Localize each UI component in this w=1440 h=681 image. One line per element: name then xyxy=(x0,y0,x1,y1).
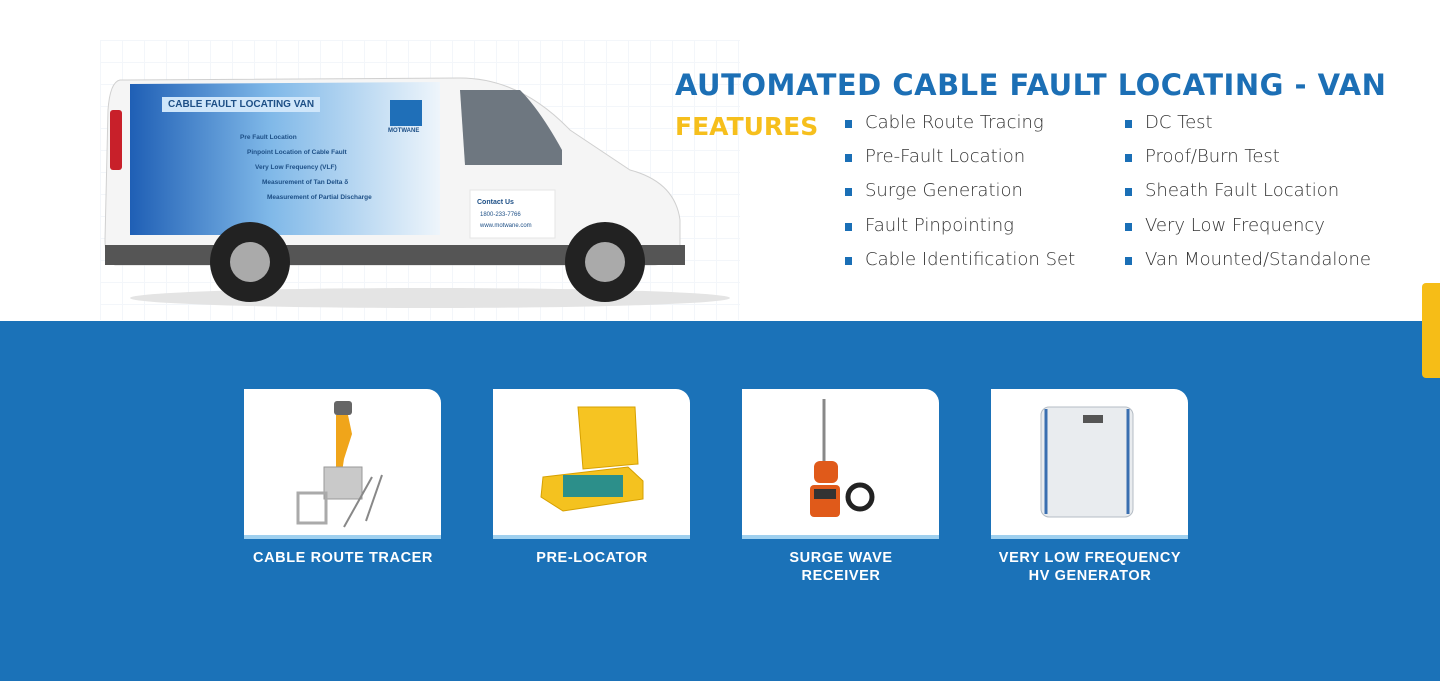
product-card-cable-route-tracer[interactable] xyxy=(244,389,441,539)
surge-wave-receiver-image xyxy=(810,399,875,517)
van-item: Measurement of Partial Discharge xyxy=(267,194,372,201)
feature-item: Very Low Frequency xyxy=(1125,215,1371,249)
feature-item: Proof/Burn Test xyxy=(1125,146,1371,180)
van-image: CABLE FAULT LOCATING VAN Pre Fault Locat… xyxy=(100,70,730,315)
feature-item: Pre-Fault Location xyxy=(845,146,1075,180)
van-item: Pre Fault Location xyxy=(240,134,297,141)
feature-item: Sheath Fault Location xyxy=(1125,180,1371,214)
bullet-icon xyxy=(1125,154,1132,163)
product-label[interactable]: SURGE WAVE RECEIVER xyxy=(789,550,893,584)
products-section xyxy=(0,321,1440,681)
product-label[interactable]: VERY LOW FREQUENCY HV GENERATOR xyxy=(998,550,1182,584)
bullet-icon xyxy=(845,256,852,265)
side-tab[interactable] xyxy=(1422,283,1440,378)
bullet-icon xyxy=(1125,120,1132,128)
van-contact-title: Contact Us xyxy=(477,199,514,206)
feature-item: DC Test xyxy=(1125,112,1371,146)
feature-item: Cable Identification Set xyxy=(845,249,1075,283)
vlf-hv-generator-image xyxy=(1040,406,1134,518)
feature-item: Surge Generation xyxy=(845,180,1075,214)
bullet-icon xyxy=(845,188,852,197)
van-item: Measurement of Tan Delta δ xyxy=(262,179,349,186)
product-label[interactable]: PRE-LOCATOR xyxy=(536,550,648,566)
feature-item: Fault Pinpointing xyxy=(845,215,1075,249)
bullet-icon xyxy=(1125,188,1132,197)
product-card-surge-wave-receiver[interactable] xyxy=(742,389,939,539)
cable-route-tracer-image xyxy=(296,401,383,528)
feature-item: Cable Route Tracing xyxy=(845,112,1075,146)
page-title: AUTOMATED CABLE FAULT LOCATING - VAN xyxy=(675,68,1387,102)
feature-item: Van Mounted/Standalone xyxy=(1125,249,1371,283)
hero-section: CABLE FAULT LOCATING VAN Pre Fault Locat… xyxy=(0,0,1440,321)
van-website: www.motwane.com xyxy=(480,223,532,229)
pre-locator-image xyxy=(540,406,644,512)
bullet-icon xyxy=(1125,256,1132,265)
features-list-2: DC Test Proof/Burn Test Sheath Fault Loc… xyxy=(1125,112,1371,283)
van-phone: 1800-233-7766 xyxy=(480,212,521,218)
bullet-icon xyxy=(845,120,852,128)
bullet-icon xyxy=(1125,222,1132,231)
product-card-vlf-hv-generator[interactable] xyxy=(991,389,1188,539)
features-label: FEATURES xyxy=(675,112,819,141)
van-banner: CABLE FAULT LOCATING VAN xyxy=(162,97,321,112)
product-card-pre-locator[interactable] xyxy=(493,389,690,539)
van-brand: MOTWANE xyxy=(388,128,420,134)
product-label[interactable]: CABLE ROUTE TRACER xyxy=(253,550,433,566)
bullet-icon xyxy=(845,222,852,231)
bullet-icon xyxy=(845,154,852,163)
features-list-1: Cable Route Tracing Pre-Fault Location S… xyxy=(845,112,1075,283)
van-item: Pinpoint Location of Cable Fault xyxy=(247,149,347,156)
van-item: Very Low Frequency (VLF) xyxy=(255,164,337,171)
